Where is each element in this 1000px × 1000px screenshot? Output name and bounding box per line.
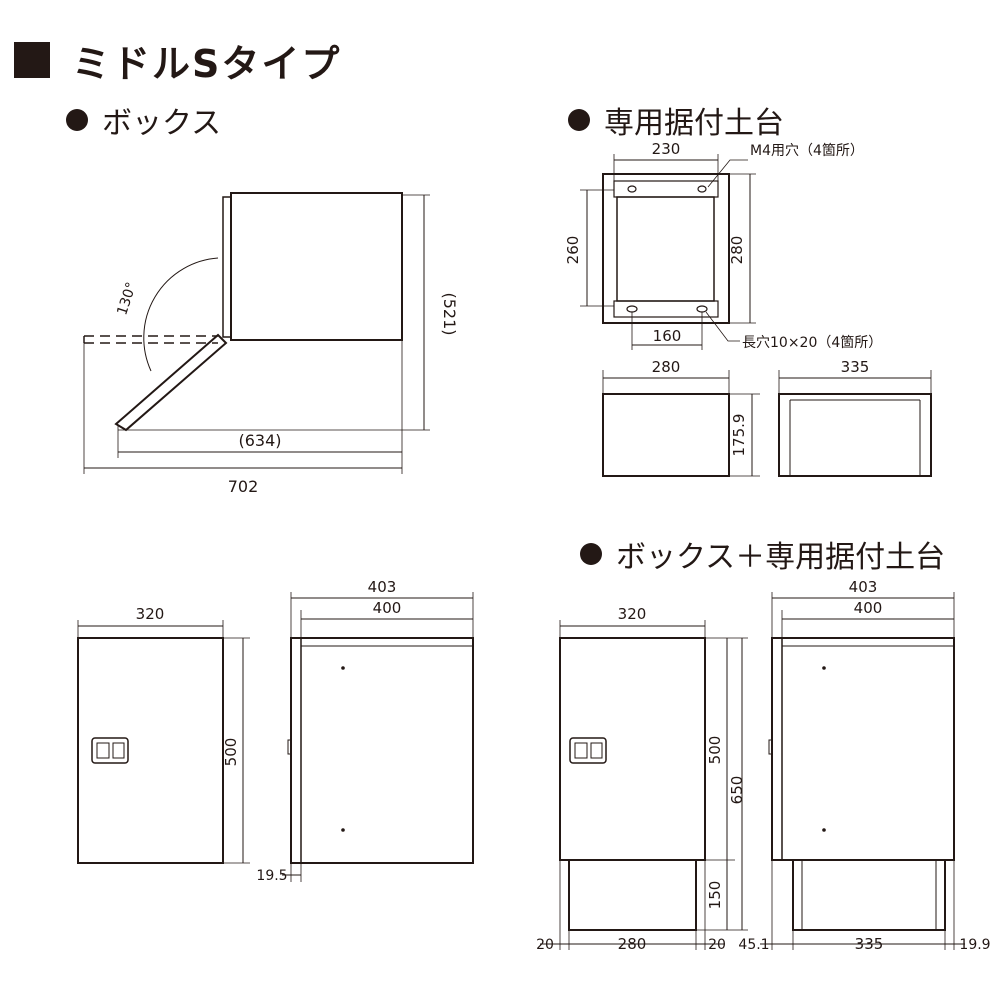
dim-label-160: 160 — [653, 327, 682, 345]
dim-label-combo-400: 400 — [854, 599, 883, 617]
stand-rail-top — [613, 180, 719, 198]
lock-icon — [569, 737, 607, 764]
dim-label-280: 280 — [728, 236, 746, 265]
box-side-body — [290, 637, 474, 864]
dim-label-combo-150: 150 — [706, 881, 724, 910]
dim-label-combo-403: 403 — [849, 578, 878, 596]
dim-label-400: 400 — [373, 599, 402, 617]
stand-top-view — [580, 154, 756, 350]
slot-hole — [696, 305, 708, 313]
slot-hole — [626, 305, 638, 313]
leader-line-slot — [705, 311, 740, 342]
section-box-heading: ボックス — [66, 98, 221, 142]
open-door-view — [83, 192, 430, 474]
title-text: ミドルSタイプ — [72, 41, 342, 86]
dim-label-19-5: 19.5 — [256, 868, 287, 884]
screw-icon — [822, 666, 826, 670]
hinge-mark — [287, 739, 292, 755]
dim-label-combo-19-9: 19.9 — [959, 937, 990, 953]
dim-label-230: 230 — [652, 140, 681, 158]
dim-label-combo-20-left: 20 — [536, 937, 554, 953]
section-box-label: ボックス — [102, 106, 222, 141]
m4-hole-note: M4用穴（4箇所） — [750, 142, 864, 159]
dim-label-combo-20-right: 20 — [708, 937, 726, 953]
section-stand-label: 専用据付土台 — [604, 106, 784, 141]
combo-side-view — [760, 592, 965, 950]
section-combo-heading: ボックス＋専用据付土台 — [580, 532, 945, 576]
m4-hole — [627, 185, 637, 193]
dim-label-634: (634) — [238, 431, 281, 450]
section-combo-label: ボックス＋専用据付土台 — [616, 540, 946, 575]
box-body-top-view — [230, 192, 403, 341]
lock-handle-icon — [112, 742, 125, 759]
box-front-body — [77, 637, 224, 864]
stand-rail-bottom — [613, 300, 719, 318]
dim-label-stand-front: 280 — [652, 358, 681, 376]
dim-label-403: 403 — [368, 578, 397, 596]
dim-label-175-9: 175.9 — [730, 414, 748, 457]
dim-label-521: (521) — [440, 292, 459, 335]
combo-stand-front — [568, 859, 697, 931]
dim-label-combo-45-1: 45.1 — [738, 937, 769, 953]
stand-frame-outer — [602, 173, 730, 324]
dim-label-320: 320 — [136, 605, 165, 623]
stand-front-side-views — [602, 370, 932, 477]
combo-stand-side — [792, 859, 946, 931]
page-title: ミドルSタイプ — [14, 36, 341, 86]
dim-label-combo-500: 500 — [706, 736, 724, 765]
hinge-mark — [768, 739, 773, 755]
bullet-icon — [66, 109, 88, 131]
stand-front-view — [602, 393, 730, 477]
combo-front-view — [540, 620, 748, 950]
stand-side-view — [778, 393, 932, 477]
dim-label-combo-320: 320 — [618, 605, 647, 623]
lock-dial-icon — [574, 742, 588, 759]
m4-hole — [697, 185, 707, 193]
angle-label: 130° — [114, 280, 140, 317]
dim-label-combo-280: 280 — [618, 935, 647, 953]
dim-label-260: 260 — [564, 236, 582, 265]
dim-label-500: 500 — [222, 738, 240, 767]
combo-box-side — [771, 637, 955, 861]
screw-icon — [822, 828, 826, 832]
dim-label-combo-650: 650 — [728, 776, 746, 805]
screw-icon — [341, 666, 345, 670]
stand-frame-inner — [616, 196, 715, 302]
dim-label-combo-335: 335 — [855, 935, 884, 953]
leader-line-m4 — [707, 159, 748, 188]
lock-handle-icon — [590, 742, 603, 759]
bullet-icon — [580, 543, 602, 565]
screw-icon — [341, 828, 345, 832]
opening-angle-arc — [143, 257, 219, 372]
dim-label-335: 335 — [841, 358, 870, 376]
lock-dial-icon — [96, 742, 110, 759]
combo-box-front — [559, 637, 706, 861]
box-front-view — [77, 620, 250, 864]
slot-hole-note: 長穴10×20（4箇所） — [742, 334, 882, 351]
box-side-view — [282, 592, 474, 882]
title-square-icon — [14, 42, 50, 78]
open-door-panel — [114, 333, 228, 432]
section-stand-heading: 専用据付土台 — [568, 98, 784, 142]
dim-label-702: 702 — [228, 477, 259, 496]
lock-icon — [91, 737, 129, 764]
box-hinge-edge — [222, 196, 232, 338]
bullet-icon — [568, 109, 590, 131]
